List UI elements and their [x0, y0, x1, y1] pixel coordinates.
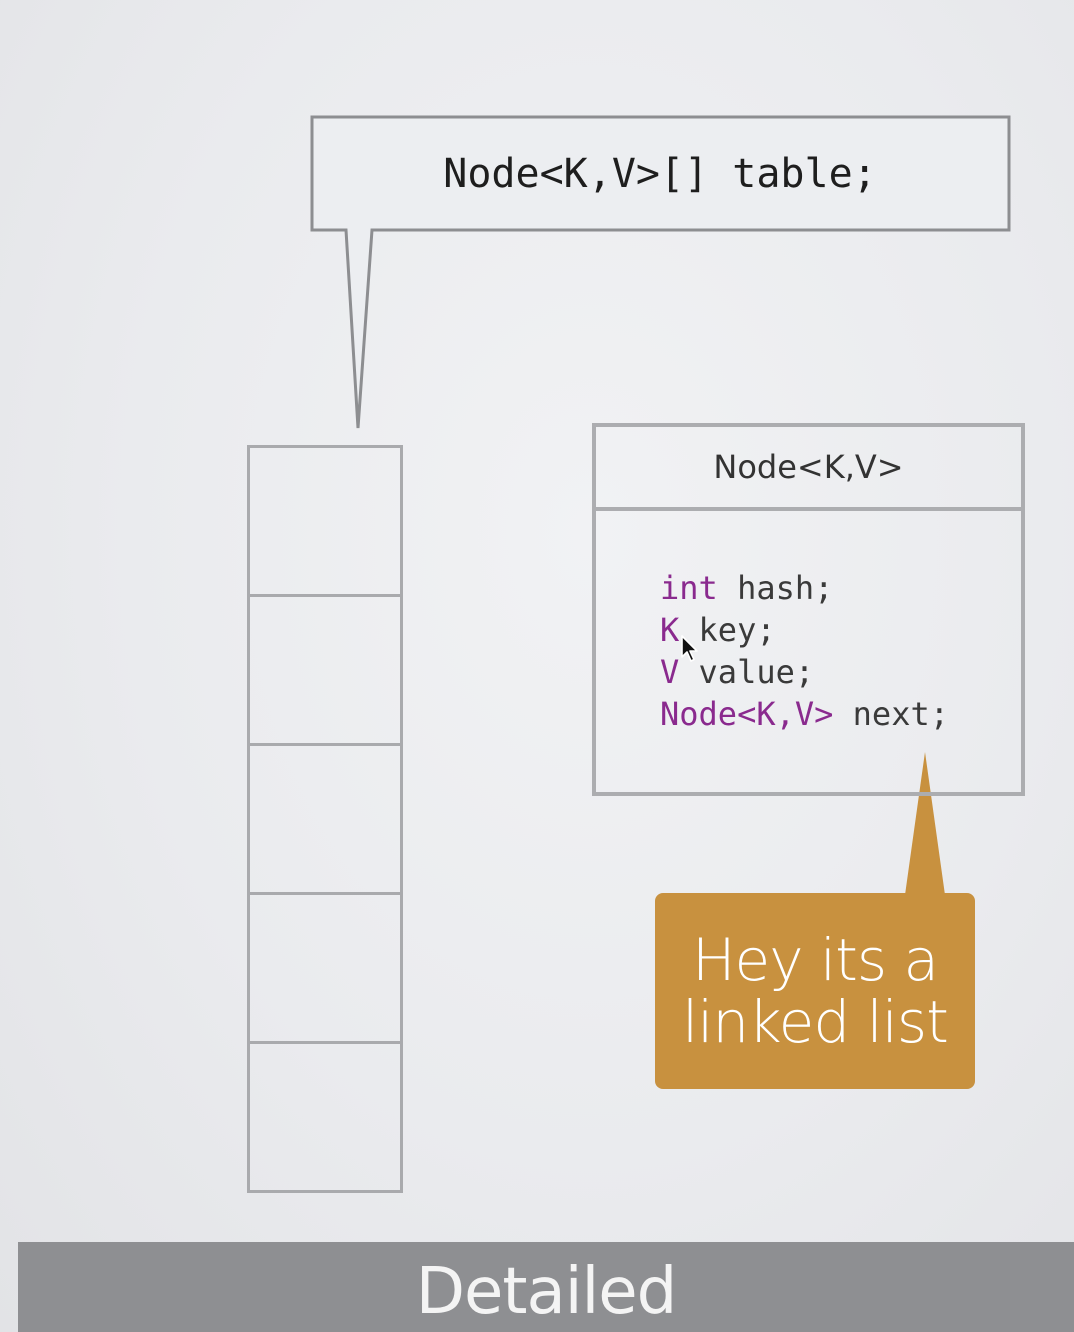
linked-list-note: Hey its a linked list	[655, 893, 975, 1089]
node-fields: int hash; K key; V value; Node<K,V> next;	[660, 567, 949, 735]
detailed-banner: Detailed	[18, 1242, 1074, 1332]
array-cell	[247, 594, 403, 746]
table-declaration: Node<K,V>[] table;	[443, 151, 877, 197]
note-line-2: linked list	[682, 988, 949, 1056]
array-cell	[247, 892, 403, 1044]
note-pointer	[905, 752, 945, 895]
field-next: Node<K,V> next;	[660, 695, 949, 733]
array-cell	[247, 445, 403, 597]
node-class-title: Node<K,V>	[596, 427, 1021, 511]
table-array	[247, 445, 403, 1193]
note-line-1: Hey its a	[691, 926, 939, 994]
array-cell	[247, 1041, 403, 1193]
field-value: V value;	[660, 653, 815, 691]
mouse-cursor-icon	[681, 635, 698, 662]
array-cell	[247, 743, 403, 895]
field-hash: int hash;	[660, 569, 834, 607]
field-key: K key;	[660, 611, 776, 649]
node-class-box: Node<K,V> int hash; K key; V value; Node<K,…	[592, 423, 1025, 796]
table-callout-outline	[310, 115, 1011, 429]
